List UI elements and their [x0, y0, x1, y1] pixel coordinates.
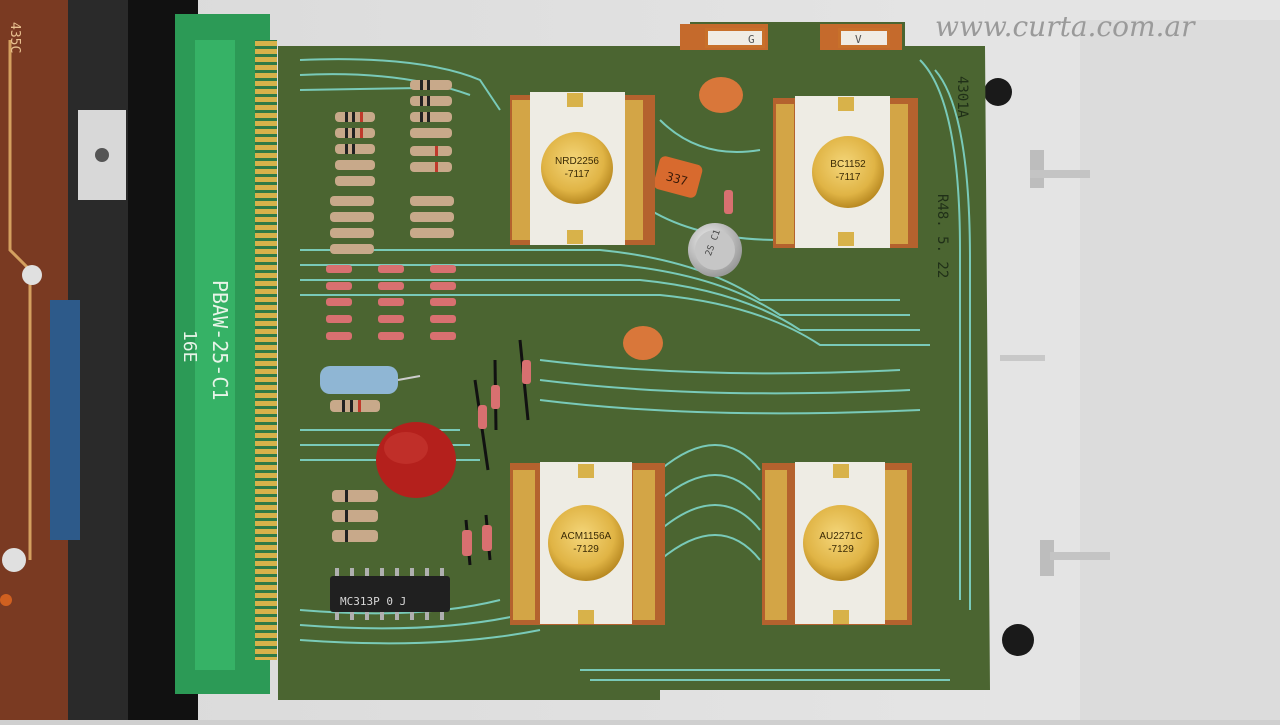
dip-ic-label: MC313P 0 J — [340, 595, 407, 608]
pad-label-g: G — [705, 28, 765, 48]
dip-ic — [330, 576, 450, 612]
diodes — [326, 265, 456, 340]
board-date: R48. 5. 22 — [934, 194, 950, 279]
chip-2-code: -7117 — [835, 172, 861, 183]
board-number: 4301A — [954, 76, 970, 119]
orange-capacitor-337 — [653, 156, 703, 198]
connector-label: PBAW-25-C1 — [208, 280, 232, 401]
chip-body-3 — [510, 462, 665, 625]
chip-1-name: NRD2256 — [555, 156, 599, 167]
chip-4-code: -7129 — [828, 544, 854, 555]
orange-capacitor-top — [699, 77, 743, 113]
chip-3-code: -7129 — [573, 544, 599, 555]
chip-body-1 — [510, 92, 655, 245]
chip-2-name: BC1152 — [830, 159, 866, 170]
chip-3-name: ACM1156A — [560, 531, 612, 542]
chip-4-name: AU2271C — [819, 531, 863, 542]
chip-2-label: BC1152 -7117 — [808, 158, 888, 184]
pad-label-v: V — [838, 28, 890, 48]
orange-capacitor-mid — [623, 326, 663, 360]
chip-4-label: AU2271C -7129 — [801, 530, 881, 556]
chip-1-code: -7117 — [564, 169, 590, 180]
chip-3-label: ACM1156A -7129 — [546, 530, 626, 556]
chip-1-label: NRD2256 -7117 — [537, 155, 617, 181]
resistors — [330, 80, 454, 542]
watermark: www.curta.com.ar — [935, 10, 1195, 43]
pcb-traces — [299, 58, 971, 681]
left-board-label: 435C — [7, 22, 22, 54]
connector-sublabel: 16E — [179, 330, 200, 363]
chip-body-4 — [762, 462, 912, 625]
chip-body-2 — [773, 96, 918, 248]
blue-resistor — [320, 366, 398, 394]
